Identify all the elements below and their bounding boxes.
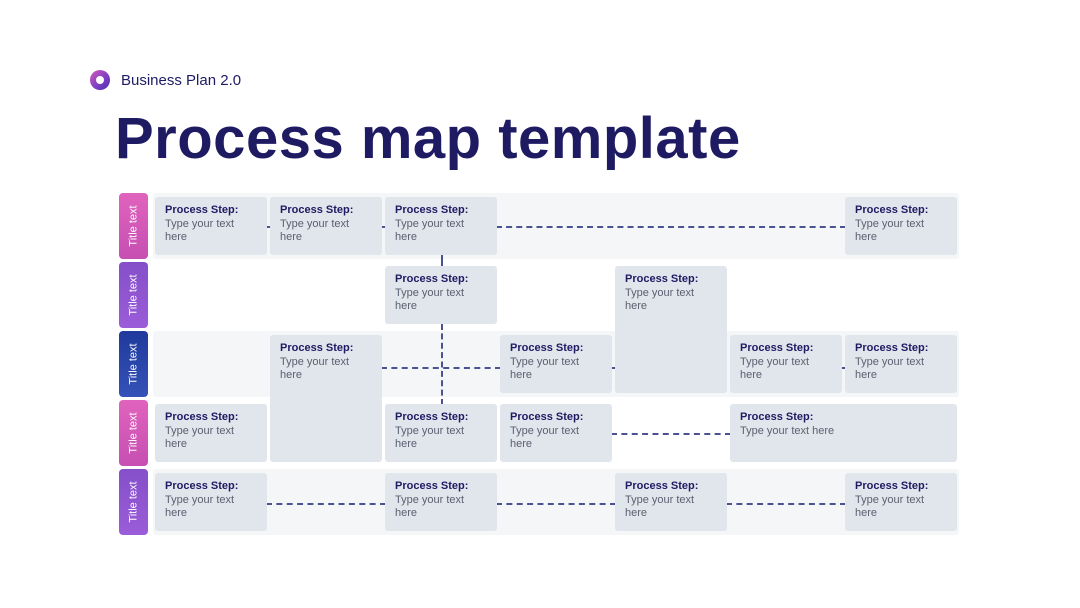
lane-label-text: Title text: [127, 205, 140, 247]
connector: [381, 226, 386, 228]
process-step[interactable]: Process Step: Type your text here: [500, 404, 612, 462]
process-step[interactable]: Process Step: Type your text here: [385, 473, 497, 531]
process-step[interactable]: Process Step: Type your text here: [385, 266, 497, 324]
lane-label-text: Title text: [127, 412, 140, 454]
step-text: Type your text here: [395, 218, 465, 243]
process-step[interactable]: Process Step: Type your text here: [730, 335, 842, 393]
lane-label-4: Title text: [119, 400, 148, 466]
process-step[interactable]: Process Step: Type your text here: [845, 197, 957, 255]
brand: Business Plan 2.0: [90, 69, 241, 91]
process-step[interactable]: Process Step: Type your text here: [385, 197, 497, 255]
lane-row-5: [153, 469, 959, 535]
step-title: Process Step:: [395, 204, 469, 216]
connector: [841, 367, 846, 369]
step-text: Type your text here: [625, 287, 695, 312]
step-title: Process Step:: [855, 204, 929, 216]
ring-logo-icon: [90, 70, 110, 90]
lane-label-text: Title text: [127, 274, 140, 316]
step-title: Process Step:: [510, 411, 584, 423]
step-title: Process Step:: [625, 480, 699, 492]
step-text: Type your text here: [395, 494, 465, 519]
step-text: Type your text here: [395, 287, 465, 312]
connector: [611, 433, 731, 435]
step-title: Process Step:: [510, 342, 584, 354]
step-text: Type your text here: [855, 494, 925, 519]
step-text: Type your text here: [855, 218, 925, 243]
connector: [381, 367, 501, 369]
lane-row-2: [153, 262, 959, 328]
lane-label-5: Title text: [119, 469, 148, 535]
lane-label-text: Title text: [127, 343, 140, 385]
connector: [266, 503, 386, 505]
process-step[interactable]: Process Step: Type your text here: [385, 404, 497, 462]
process-step[interactable]: Process Step: Type your text here: [155, 473, 267, 531]
connector: [441, 324, 443, 405]
process-step[interactable]: Process Step: Type your text here: [615, 266, 727, 393]
step-title: Process Step:: [855, 342, 929, 354]
process-step[interactable]: Process Step: Type your text here: [155, 197, 267, 255]
process-step[interactable]: Process Step: Type your text here: [500, 335, 612, 393]
step-text: Type your text here: [625, 494, 695, 519]
process-step[interactable]: Process Step: Type your text here: [845, 335, 957, 393]
step-title: Process Step:: [855, 480, 929, 492]
step-text: Type your text here: [740, 356, 810, 381]
step-title: Process Step:: [740, 411, 814, 423]
process-step[interactable]: Process Step: Type your text here: [845, 473, 957, 531]
step-title: Process Step:: [395, 273, 469, 285]
step-title: Process Step:: [280, 342, 354, 354]
step-text: Type your text here: [510, 356, 580, 381]
connector: [496, 503, 616, 505]
lane-label-text: Title text: [127, 481, 140, 523]
step-title: Process Step:: [165, 204, 239, 216]
lane-label-2: Title text: [119, 262, 148, 328]
step-text: Type your text here: [165, 218, 235, 243]
connector: [266, 226, 271, 228]
step-text: Type your text here: [280, 218, 350, 243]
step-text: Type your text here: [280, 356, 350, 381]
connector: [441, 255, 443, 267]
step-title: Process Step:: [395, 411, 469, 423]
step-text: Type your text here: [165, 425, 235, 450]
brand-name: Business Plan 2.0: [121, 71, 242, 89]
connector: [611, 367, 616, 369]
process-step[interactable]: Process Step: Type your text here: [615, 473, 727, 531]
process-step[interactable]: Process Step: Type your text here: [155, 404, 267, 462]
step-text: Type your text here: [165, 494, 235, 519]
step-title: Process Step:: [740, 342, 814, 354]
process-step[interactable]: Process Step: Type your text here: [270, 197, 382, 255]
step-title: Process Step:: [165, 480, 239, 492]
page-title: Process map template: [115, 106, 741, 171]
step-text: Type your text here: [740, 425, 835, 437]
step-text: Type your text here: [855, 356, 925, 381]
connector: [726, 503, 846, 505]
process-step[interactable]: Process Step: Type your text here: [270, 335, 382, 462]
process-step[interactable]: Process Step: Type your text here: [730, 404, 957, 462]
step-title: Process Step:: [395, 480, 469, 492]
step-text: Type your text here: [510, 425, 580, 450]
step-text: Type your text here: [395, 425, 465, 450]
step-title: Process Step:: [280, 204, 354, 216]
lane-label-3: Title text: [119, 331, 148, 397]
step-title: Process Step:: [165, 411, 239, 423]
step-title: Process Step:: [625, 273, 699, 285]
lane-label-1: Title text: [119, 193, 148, 259]
connector: [496, 226, 846, 228]
